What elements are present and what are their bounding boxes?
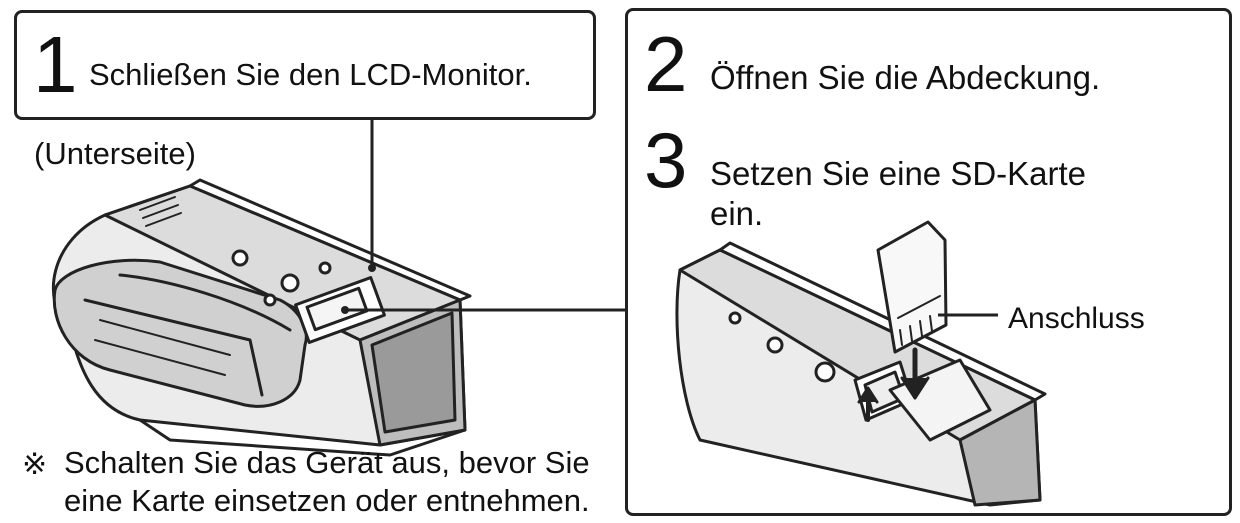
note-line1: Schalten Sie das Gerät aus, bevor Sie <box>64 445 590 480</box>
note-line2: eine Karte einsetzen oder entnehmen. <box>64 483 590 518</box>
step3-text-line2: ein. <box>710 195 764 232</box>
step1-number: 1 <box>33 20 78 109</box>
step3-number: 3 <box>644 116 688 204</box>
step1-text: Schließen Sie den LCD-Monitor. <box>89 57 532 92</box>
step2-number: 2 <box>644 20 688 108</box>
view-label: (Unterseite) <box>34 136 196 171</box>
step1-box: 1 Schließen Sie den LCD-Monitor. <box>14 10 596 120</box>
step2-text: Öffnen Sie die Abdeckung. <box>710 59 1101 96</box>
note-symbol: ※ <box>22 448 48 481</box>
step3-text-line1: Setzen Sie eine SD-Karte <box>710 155 1087 192</box>
steps-panel: 2 Öffnen Sie die Abdeckung. 3 Setzen Sie… <box>625 8 1232 516</box>
connector-label: Anschluss <box>1008 302 1145 335</box>
